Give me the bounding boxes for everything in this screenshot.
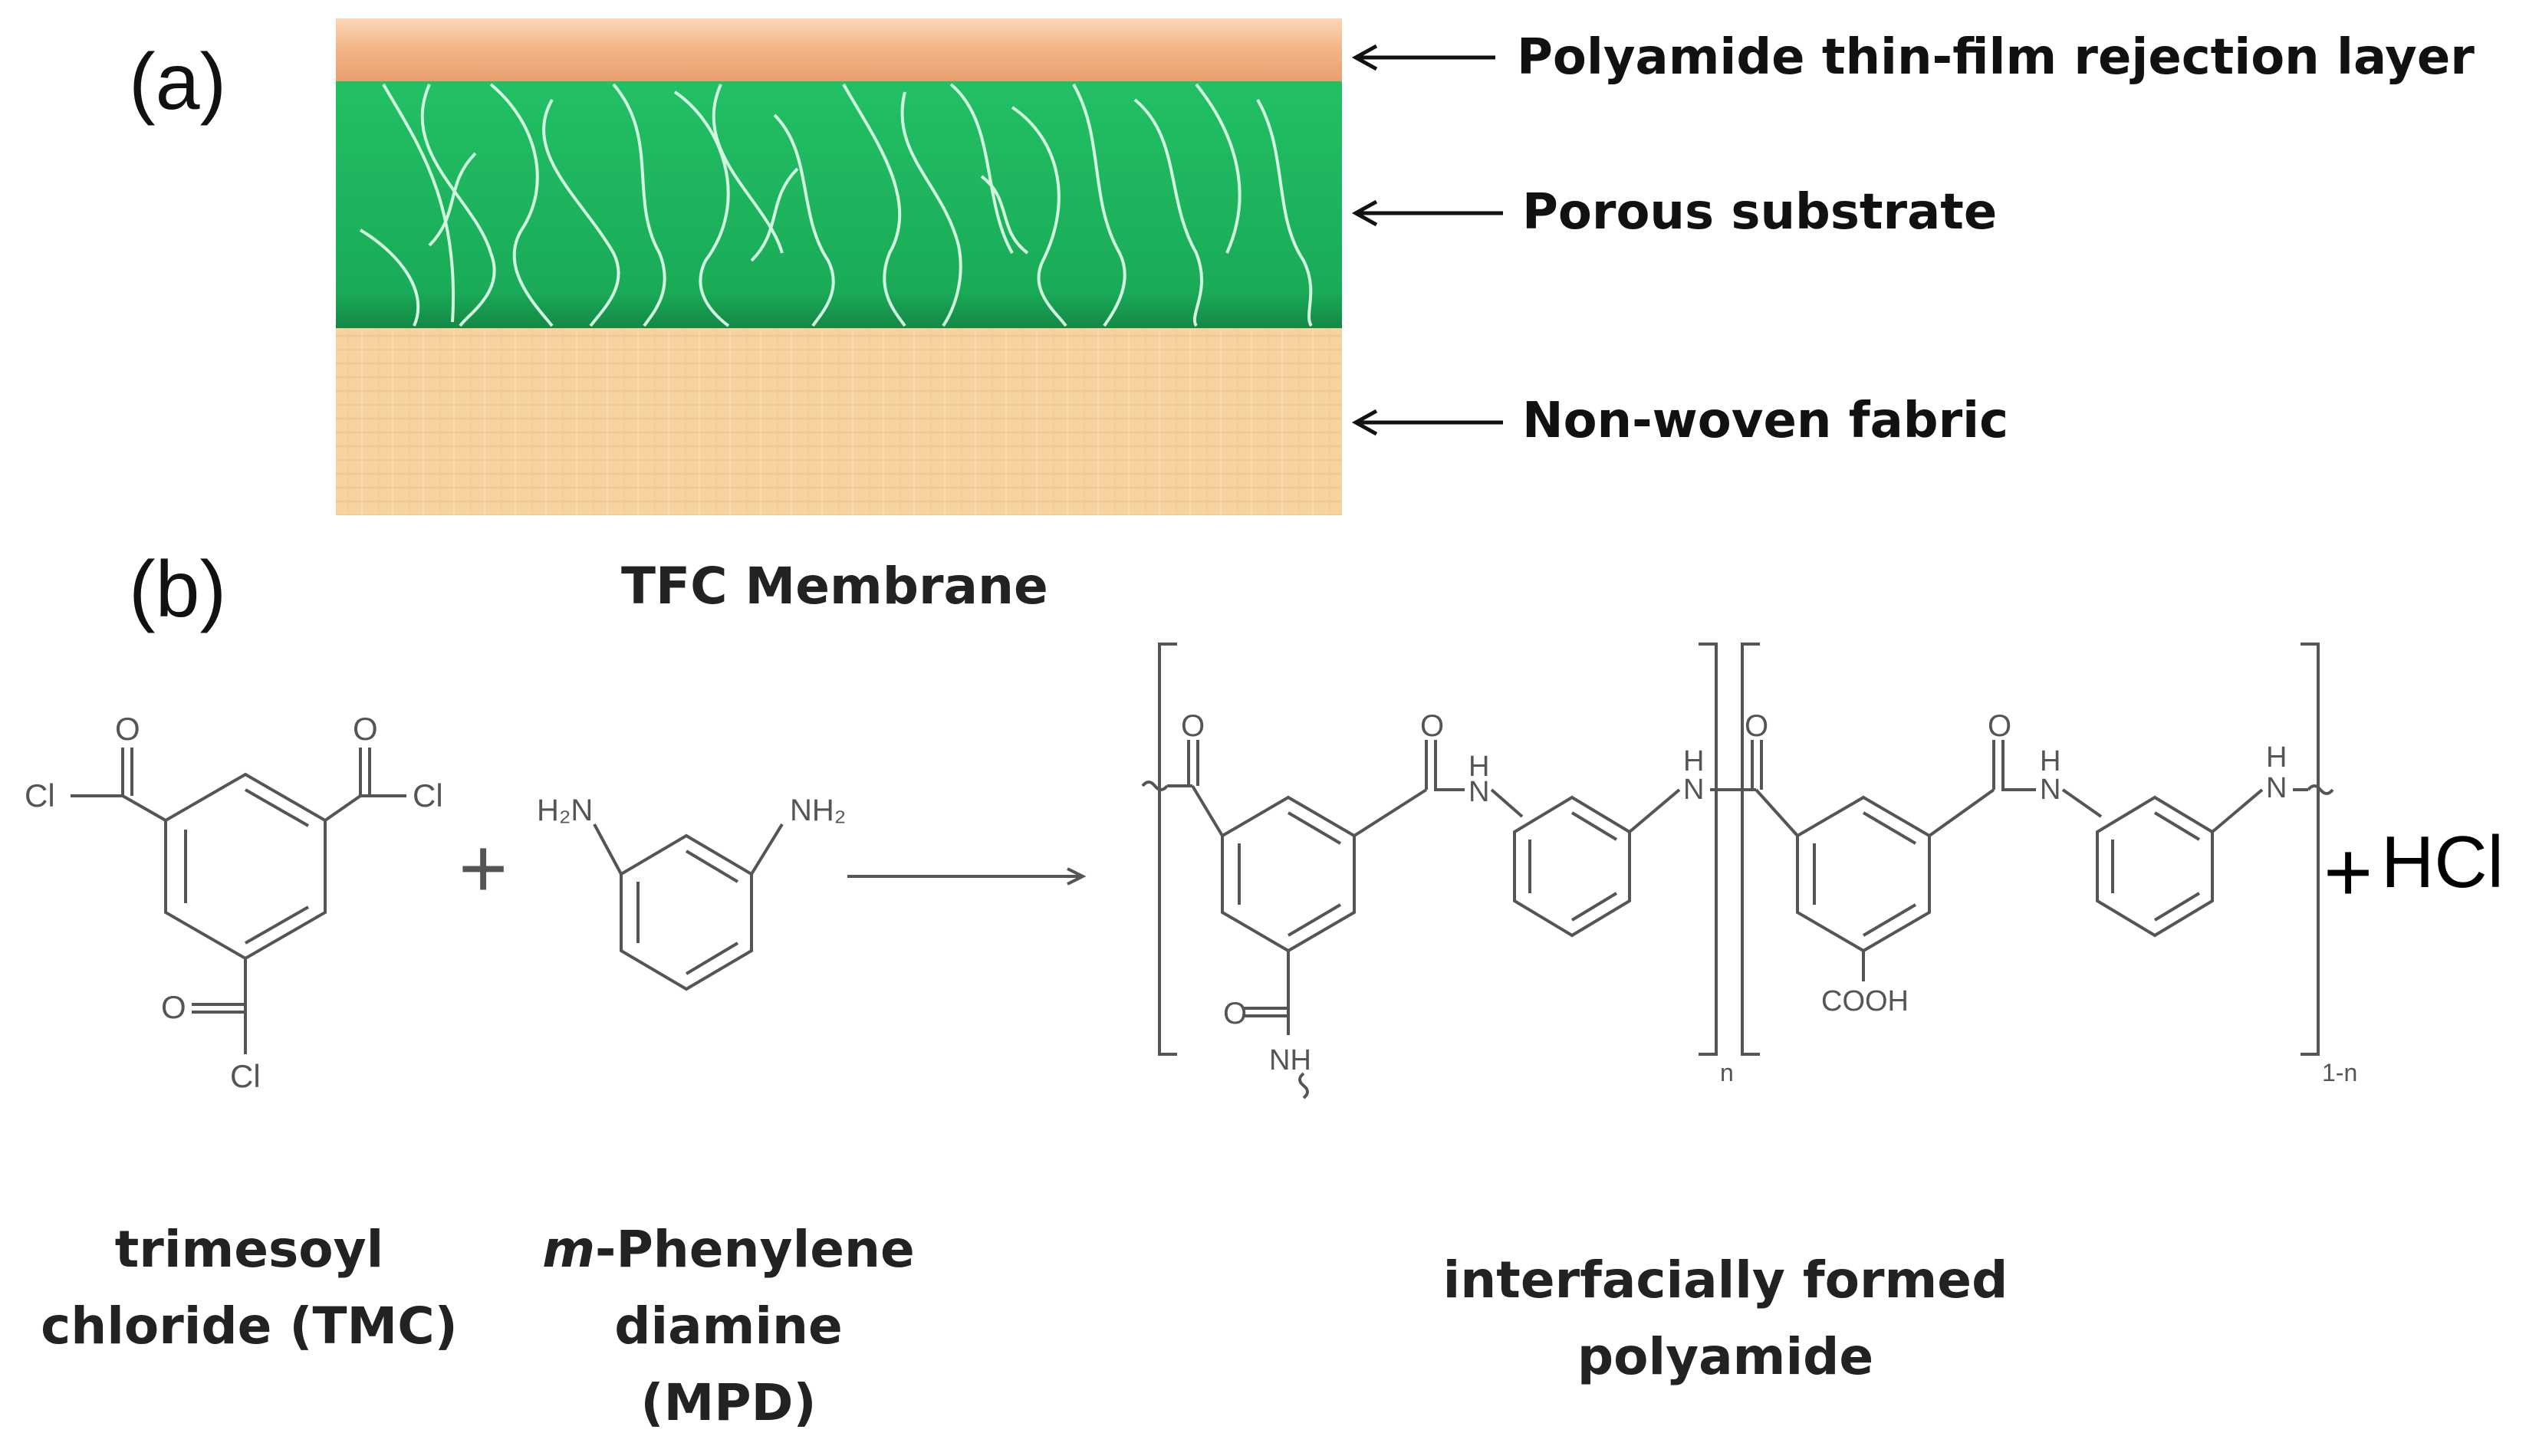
byproduct-plus: + (2324, 825, 2373, 919)
tmc-cl-left: Cl (25, 777, 55, 813)
hcl-byproduct: HCl (2381, 821, 2504, 903)
tfc-membrane-diagram (336, 18, 1503, 515)
polyamide-layer (336, 18, 1342, 81)
panel-b-label: (b) (129, 545, 227, 634)
substrate-fibers (359, 83, 1313, 327)
tmc-structure (71, 748, 406, 1054)
pa-o-1: O (1181, 709, 1205, 743)
pa-o-5: O (1988, 709, 2011, 743)
porous-substrate-layer (336, 81, 1342, 328)
pa-o-3: O (1223, 997, 1247, 1030)
reaction-scheme: Cl O O Cl O Cl + H₂N NH₂ (25, 643, 2373, 1099)
mpd-caption-line3: (MPD) (640, 1373, 817, 1432)
polyamide-caption-line1: interfacially formed (1442, 1251, 2008, 1310)
mpd-nh2-left: H₂N (537, 794, 593, 827)
mpd-caption: m-Phenylene diamine (MPD) (529, 1211, 928, 1441)
pa-h-4: H (2266, 741, 2287, 774)
pa-h-2: H (1683, 745, 1704, 777)
non-woven-fabric-label: Non-woven fabric (1522, 393, 2008, 449)
pa-h-1: H (1468, 751, 1489, 783)
mpd-nh2-right: NH₂ (790, 794, 846, 827)
pa-n-1: N (1468, 776, 1489, 808)
polyamide-caption: interfacially formed polyamide (1419, 1242, 2032, 1395)
mpd-structure (593, 823, 784, 991)
reaction-arrow (847, 867, 1087, 886)
tmc-cl-right: Cl (413, 777, 443, 813)
reaction-plus: + (459, 821, 508, 915)
pa-n-3: N (2040, 774, 2060, 806)
mpd-caption-line1: m-Phenylene (529, 1211, 928, 1288)
polyamide-caption-line2: polyamide (1577, 1327, 1874, 1386)
panel-a-label: (a) (129, 38, 227, 127)
pa-sub-1-n: 1-n (2322, 1059, 2357, 1086)
mpd-caption-line2: diamine (614, 1297, 843, 1356)
polyamide-structure (1141, 643, 2334, 1099)
non-woven-fabric-layer (336, 328, 1342, 515)
polyamide-layer-label: Polyamide thin-film rejection layer (1517, 29, 2475, 86)
pa-o-4: O (1745, 709, 1768, 743)
tmc-o-right: O (353, 711, 378, 747)
tmc-caption-line1: trimesoyl (114, 1220, 384, 1279)
pa-nh-1: NH (1269, 1044, 1311, 1076)
tmc-caption-line2: chloride (TMC) (41, 1297, 458, 1356)
tmc-o-bottom: O (161, 989, 186, 1025)
pa-n-4: N (2266, 772, 2287, 804)
pa-sub-n: n (1720, 1059, 1734, 1086)
pa-o-2: O (1420, 709, 1444, 743)
porous-substrate-label: Porous substrate (1522, 184, 1998, 241)
tfc-membrane-caption: TFC Membrane (621, 557, 1048, 616)
layer-arrows (1351, 44, 1503, 436)
pa-n-2: N (1683, 774, 1704, 806)
tmc-cl-bottom: Cl (230, 1058, 261, 1094)
pa-h-3: H (2040, 745, 2060, 777)
mpd-caption-italic: m (542, 1220, 596, 1279)
tmc-o-left: O (115, 711, 140, 747)
tmc-caption: trimesoyl chloride (TMC) (31, 1211, 468, 1365)
pa-cooh: COOH (1821, 985, 1909, 1017)
mpd-caption-line1-rest: -Phenylene (595, 1220, 915, 1279)
